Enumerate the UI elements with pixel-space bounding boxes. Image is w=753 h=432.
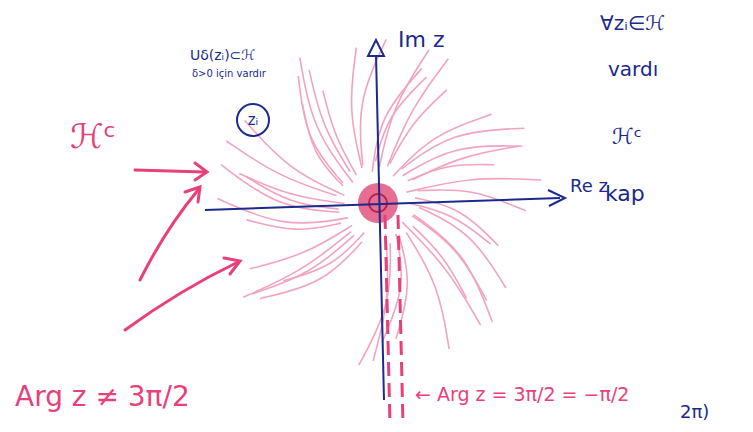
shading-stroke — [390, 90, 447, 164]
handwritten-note: ← Arg z = 3π/2 = −π/2 — [415, 384, 629, 405]
shading-stroke — [298, 76, 343, 183]
shading-stroke — [372, 68, 422, 172]
branch-cut — [398, 215, 403, 425]
pointer-arrow — [125, 262, 238, 330]
axis-arrowhead — [368, 40, 384, 56]
shading-stroke — [403, 146, 523, 176]
shading-stroke — [246, 176, 339, 209]
shading-stroke — [412, 216, 486, 301]
shading-stroke — [379, 50, 429, 167]
shading-stroke — [352, 48, 362, 168]
shading-stroke — [226, 141, 336, 196]
handwritten-note: Im z — [398, 28, 444, 52]
pointer-arrows — [125, 163, 240, 330]
shading-stroke — [387, 59, 448, 167]
handwritten-note: 2π) — [680, 402, 709, 422]
handwritten-note: ℋᶜ — [612, 125, 642, 149]
pointer-arrow — [135, 170, 205, 172]
shading-stroke — [283, 233, 364, 281]
real-axis — [205, 198, 560, 210]
arrowhead — [195, 163, 207, 180]
shading-stroke — [415, 198, 498, 246]
axis-arrowhead — [548, 190, 565, 206]
handwritten-note: Uδ(zᵢ)⊂ℋ — [190, 48, 255, 63]
arrowhead — [224, 258, 240, 274]
shading-stroke — [302, 104, 342, 186]
branch-cut — [385, 215, 390, 425]
handwritten-note: δ>0 için vardır — [192, 68, 266, 79]
circle-outline — [237, 104, 269, 136]
shading-stroke — [250, 225, 352, 268]
handwritten-note: Re z — [570, 176, 608, 196]
shading-stroke — [419, 208, 506, 288]
shading-stroke — [245, 121, 345, 196]
shading-stroke — [309, 70, 350, 172]
shading-stroke — [406, 233, 449, 349]
imaginary-axis — [376, 55, 384, 400]
handwritten-note: ℋᶜ — [70, 118, 116, 155]
handwritten-note: Arg z ≠ 3π/2 — [15, 382, 190, 413]
shading-stroke — [243, 232, 351, 298]
handwritten-note: vardı — [608, 58, 658, 80]
shading-stroke — [393, 114, 491, 176]
shading-stroke — [408, 165, 495, 181]
shading-stroke — [413, 215, 492, 322]
handwritten-note: ∀zᵢ∈ℋ — [600, 12, 665, 34]
shading-stroke — [300, 58, 353, 183]
neighbourhood-circle: zᵢ — [235, 102, 271, 138]
point-label: zᵢ — [248, 112, 259, 129]
pointer-arrow — [140, 190, 198, 280]
handwritten-note: kap — [605, 182, 645, 206]
arrowhead — [185, 187, 200, 202]
shading-stroke — [412, 146, 519, 180]
shading-stroke — [360, 39, 386, 165]
